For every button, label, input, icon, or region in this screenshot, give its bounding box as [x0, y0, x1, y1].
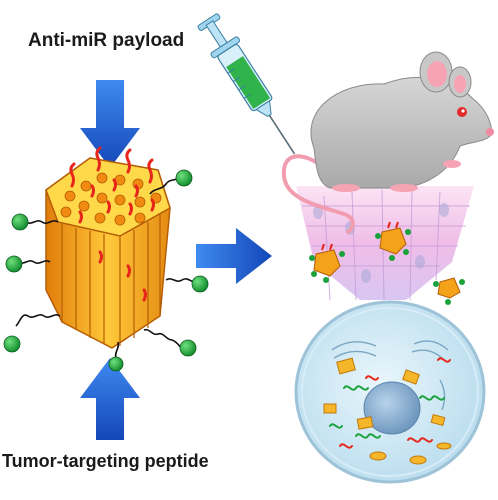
nanoparticle-icon — [3, 146, 209, 372]
syringe-icon — [197, 13, 296, 155]
tissue-region — [296, 186, 474, 305]
payload-label: Anti-miR payload — [28, 30, 185, 51]
peptide-label: Tumor-targeting peptide — [2, 451, 209, 471]
arrow-up-icon — [80, 358, 140, 440]
mouse-icon — [281, 51, 494, 234]
arrow-down-icon — [80, 80, 140, 168]
cell-icon — [294, 300, 486, 484]
arrow-right-icon — [196, 228, 272, 284]
nucleus-icon — [363, 381, 421, 435]
